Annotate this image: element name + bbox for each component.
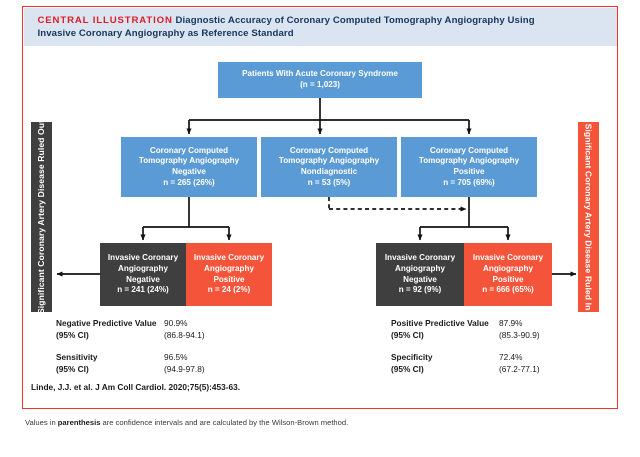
stat-label: Specificity (95% CI) — [391, 352, 499, 375]
citation-text: Linde, J.J. et al. J Am Coll Cardiol. 20… — [31, 382, 241, 392]
node-line-1: Invasive Coronary — [384, 253, 456, 263]
figure-title-line1: Diagnostic Accuracy of Coronary Computed… — [175, 14, 535, 26]
stat-label-line1: Negative Predictive Value — [56, 318, 157, 328]
stat-value: 72.4% (67.2-77.1) — [499, 352, 540, 375]
node-line-2: Angiography — [118, 263, 168, 273]
node-line-1: Patients With Acute Coronary Syndrome — [242, 69, 398, 79]
stat-label-line1: Positive Predictive Value — [391, 318, 489, 328]
statistics-left-group: Negative Predictive Value (95% CI) 90.9%… — [56, 318, 205, 386]
stat-value-number: 96.5% — [164, 352, 188, 362]
stat-value-ci: (85.3-90.9) — [499, 329, 540, 340]
stat-row: Specificity (95% CI) 72.4% (67.2-77.1) — [391, 352, 540, 375]
stat-label-line1: Sensitivity — [56, 352, 98, 362]
node-line-2: Angiography — [395, 263, 445, 273]
figure-title-line2: Invasive Coronary Angiography as Referen… — [37, 28, 294, 39]
stat-value-number: 72.4% — [499, 352, 523, 362]
node-ccta-negative[interactable]: Coronary Computed Tomography Angiography… — [121, 137, 257, 197]
node-line-2: Tomography Angiography — [138, 156, 240, 166]
stat-row: Negative Predictive Value (95% CI) 90.9%… — [56, 318, 205, 341]
node-ica-left-positive[interactable]: Invasive Coronary Angiography Positive n… — [186, 243, 272, 306]
node-line-2: Tomography Angiography — [418, 156, 520, 166]
footnote-emphasis: parenthesis — [57, 418, 101, 427]
left-outcome-bar-ruled-out: Significant Coronary Artery Disease Rule… — [31, 119, 52, 315]
node-line-4: n = 53 (5%) — [307, 177, 351, 187]
node-line-3: Negative — [172, 167, 206, 176]
node-ica-left-negative[interactable]: Invasive Coronary Angiography Negative n… — [100, 243, 186, 306]
stat-value-ci: (67.2-77.1) — [499, 363, 540, 374]
stat-label-line2: (95% CI) — [391, 363, 424, 374]
stat-label-line2: (95% CI) — [391, 329, 424, 340]
node-line-1: Coronary Computed — [289, 145, 369, 155]
node-line-4: n = 666 (65%) — [482, 285, 534, 295]
footnote-part2: are confidence intervals and are calcula… — [100, 418, 349, 427]
stat-value-ci: (94.9-97.8) — [164, 363, 205, 374]
node-line-3: Negative — [403, 274, 437, 284]
stat-row: Positive Predictive Value (95% CI) 87.9%… — [391, 318, 540, 341]
statistics-right-group: Positive Predictive Value (95% CI) 87.9%… — [391, 318, 540, 386]
figure-header-text: CENTRAL ILLUSTRATION Diagnostic Accuracy… — [38, 14, 603, 41]
node-line-3: Positive — [492, 274, 524, 284]
node-line-2: Tomography Angiography — [278, 156, 380, 166]
stat-label: Sensitivity (95% CI) — [56, 352, 164, 375]
figure-header-band: CENTRAL ILLUSTRATION Diagnostic Accuracy… — [23, 7, 617, 46]
right-outcome-bar-label: Significant Coronary Artery Disease Rule… — [583, 123, 594, 311]
node-line-3: Positive — [213, 274, 245, 284]
node-acute-coronary-syndrome[interactable]: Patients With Acute Coronary Syndrome (n… — [218, 62, 422, 98]
stat-label: Negative Predictive Value (95% CI) — [56, 318, 164, 341]
node-ica-right-positive[interactable]: Invasive Coronary Angiography Positive n… — [464, 243, 552, 306]
stat-label: Positive Predictive Value (95% CI) — [391, 318, 499, 341]
node-line-1: Invasive Coronary — [193, 253, 265, 263]
stat-value-number: 90.9% — [164, 318, 188, 328]
stat-row: Sensitivity (95% CI) 96.5% (94.9-97.8) — [56, 352, 205, 375]
node-line-2: Angiography — [483, 263, 533, 273]
figure-border — [22, 6, 618, 409]
stat-value: 87.9% (85.3-90.9) — [499, 318, 540, 341]
footnote-text: Values in parenthesis are confidence int… — [25, 418, 348, 427]
node-line-4: n = 705 (69%) — [443, 177, 495, 187]
node-line-4: n = 24 (2%) — [207, 285, 251, 295]
node-line-1: Invasive Coronary — [107, 253, 179, 263]
node-ica-right-negative[interactable]: Invasive Coronary Angiography Negative n… — [376, 243, 464, 306]
node-line-4: n = 241 (24%) — [117, 285, 169, 295]
node-line-4: n = 92 (9%) — [398, 285, 442, 295]
left-outcome-bar-label: Significant Coronary Artery Disease Rule… — [36, 119, 47, 315]
node-line-2: Angiography — [204, 263, 254, 273]
node-line-3: Nondiagnostic — [300, 167, 358, 176]
node-line-1: Coronary Computed — [429, 145, 509, 155]
stat-value: 90.9% (86.8-94.1) — [164, 318, 205, 341]
right-outcome-bar-ruled-in: Significant Coronary Artery Disease Rule… — [578, 122, 599, 312]
node-line-3: Negative — [126, 274, 160, 284]
node-ccta-nondiagnostic[interactable]: Coronary Computed Tomography Angiography… — [261, 137, 397, 197]
stat-label-line2: (95% CI) — [56, 363, 89, 374]
stat-value-ci: (86.8-94.1) — [164, 329, 205, 340]
stat-label-line2: (95% CI) — [56, 329, 89, 340]
stat-value: 96.5% (94.9-97.8) — [164, 352, 205, 375]
node-line-2: (n = 1,023) — [300, 80, 340, 89]
node-line-4: n = 265 (26%) — [163, 177, 215, 187]
node-line-1: Invasive Coronary — [472, 253, 544, 263]
stat-value-number: 87.9% — [499, 318, 523, 328]
node-line-3: Positive — [453, 167, 485, 176]
node-ccta-positive[interactable]: Coronary Computed Tomography Angiography… — [401, 137, 537, 197]
footnote-part1: Values in — [25, 418, 58, 427]
central-illustration-label: CENTRAL ILLUSTRATION — [37, 14, 173, 26]
stat-label-line1: Specificity — [391, 352, 433, 362]
node-line-1: Coronary Computed — [149, 145, 229, 155]
